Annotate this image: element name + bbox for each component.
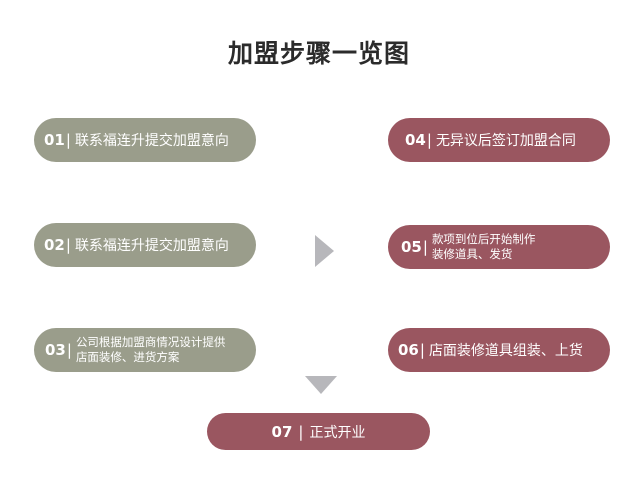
step-number: 05: [401, 238, 422, 256]
step-text: 无异议后签订加盟合同: [435, 133, 576, 149]
step-05: 05 | 款项到位后开始制作 装修道具、发货: [388, 225, 610, 269]
step-02: 02 | 联系福连升提交加盟意向: [34, 223, 256, 267]
step-03: 03 | 公司根据加盟商情况设计提供 店面装修、进货方案: [34, 328, 256, 372]
step-separator: |: [426, 131, 432, 149]
step-text-line-2: 店面装修、进货方案: [75, 350, 180, 364]
step-separator: |: [65, 131, 71, 149]
step-text: 联系福连升提交加盟意向: [74, 238, 229, 254]
step-separator: |: [419, 341, 425, 359]
step-number: 07: [271, 422, 293, 441]
step-text-line-1: 公司根据加盟商情况设计提供: [75, 335, 226, 349]
step-text: 联系福连升提交加盟意向: [74, 133, 229, 149]
step-text-line-2: 装修道具、发货: [431, 247, 513, 261]
triangle-right-icon: [315, 235, 334, 267]
step-04: 04 | 无异议后签订加盟合同: [388, 118, 610, 162]
step-number: 01: [44, 131, 65, 149]
step-number: 06: [398, 341, 419, 359]
step-separator: |: [422, 238, 428, 256]
step-01: 01 | 联系福连升提交加盟意向: [34, 118, 256, 162]
step-06: 06 | 店面装修道具组装、上货: [388, 328, 610, 372]
step-number: 02: [44, 236, 65, 254]
page-title: 加盟步骤一览图: [227, 39, 410, 68]
triangle-down-icon: [305, 376, 337, 394]
step-separator: |: [66, 341, 72, 359]
step-number: 04: [405, 131, 426, 149]
step-text: 公司根据加盟商情况设计提供 店面装修、进货方案: [76, 335, 226, 365]
step-separator: |: [298, 422, 304, 441]
step-07: 07 | 正式开业: [207, 413, 430, 450]
step-separator: |: [65, 236, 71, 254]
step-text: 正式开业: [309, 424, 366, 441]
step-text-line-1: 款项到位后开始制作: [431, 232, 536, 246]
step-number: 03: [45, 341, 66, 359]
step-text: 款项到位后开始制作 装修道具、发货: [432, 232, 536, 262]
step-text: 店面装修道具组装、上货: [428, 343, 583, 359]
